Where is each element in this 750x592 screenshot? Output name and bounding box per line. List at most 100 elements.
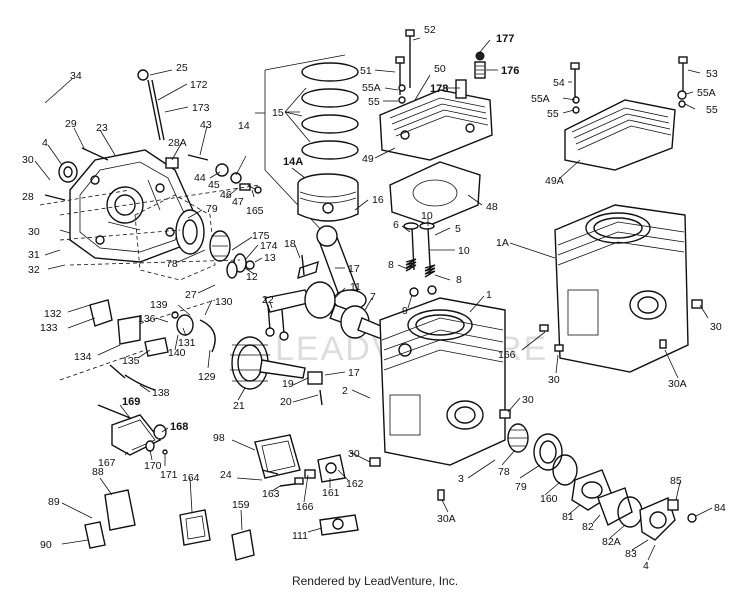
callout-129: 129 [198,371,216,383]
callout-30-right: 30 [710,321,722,333]
cylinder-block-1a [554,204,689,373]
callout-30-left-mid: 30 [28,226,40,238]
callout-48: 48 [486,201,498,213]
callout-130: 130 [215,296,233,308]
callout-172: 172 [190,79,208,91]
callout-25: 25 [176,62,188,74]
callout-10-lower: 10 [458,245,470,257]
callout-55a-far-right: 55A [697,87,716,99]
callout-32: 32 [28,264,40,276]
callout-30a-right: 30A [668,378,687,390]
callout-20: 20 [280,396,292,408]
callout-52: 52 [424,24,436,36]
callout-132: 132 [44,308,62,320]
callout-135: 135 [122,355,140,367]
callout-4-lower: 4 [643,560,649,572]
callout-23: 23 [96,122,108,134]
callout-140: 140 [168,347,186,359]
callout-139: 139 [150,299,168,311]
callout-166-right: 166 [498,349,516,361]
callout-1a: 1A [496,237,509,249]
callout-2: 2 [342,385,348,397]
callout-45: 45 [208,179,220,191]
callout-17-lower: 17 [348,367,360,379]
callout-53: 53 [706,68,718,80]
callout-174: 174 [260,240,278,252]
callout-163: 163 [262,488,280,500]
callout-16: 16 [372,194,384,206]
callout-171: 171 [160,469,178,481]
governor-gear-set [226,253,255,279]
callout-24: 24 [220,469,232,481]
callout-55a-right: 55A [531,93,550,105]
callout-134: 134 [74,351,92,363]
callout-90: 90 [40,539,52,551]
bolt-28 [44,194,66,201]
bolt-29 [81,147,109,161]
callout-164: 164 [182,472,200,484]
callout-55-far-right: 55 [706,104,718,116]
callout-88: 88 [92,466,104,478]
callout-30a-lower: 30A [437,513,456,525]
cylinder-head-49a [564,99,676,171]
callout-46: 46 [220,189,232,201]
piston [297,173,359,222]
callout-176: 176 [501,65,519,77]
callout-79-right: 79 [515,481,527,493]
callout-34: 34 [70,70,82,82]
governor-linkage [89,299,216,391]
callout-175: 175 [252,230,270,242]
footer-credit: Rendered by LeadVenture, Inc. [291,574,459,588]
callout-30: 30 [22,154,34,166]
callout-161: 161 [322,487,340,499]
callout-98: 98 [213,432,225,444]
callout-28a: 28A [168,137,187,149]
callout-12: 12 [246,271,258,283]
callout-78-right: 78 [498,466,510,478]
callout-89: 89 [48,496,60,508]
cam-gear-left [175,209,231,262]
callout-1: 1 [486,289,492,301]
callout-27: 27 [185,289,197,301]
valve-lifters [265,304,289,341]
callout-14: 14 [238,120,250,132]
callout-49: 49 [362,153,374,165]
camshaft-gear [230,336,306,390]
callout-177: 177 [496,33,514,45]
callout-55-right: 55 [547,108,559,120]
cylinder-head [379,89,493,161]
callout-13: 13 [264,252,276,264]
callout-173: 173 [192,102,210,114]
head-bolts [395,29,415,104]
callout-9: 9 [402,305,408,317]
callout-31: 31 [28,249,40,261]
callout-159: 159 [232,499,250,511]
piston-rings-bracket [264,54,346,251]
callout-4: 4 [42,137,48,149]
gasket-27 [134,194,216,281]
callout-170: 170 [144,460,162,472]
callout-21: 21 [233,400,245,412]
callout-133: 133 [40,322,58,334]
callout-3: 3 [458,473,464,485]
callout-5: 5 [455,223,461,235]
callout-11: 11 [350,281,361,293]
callout-30-block-right: 30 [522,394,534,406]
callout-50: 50 [434,63,446,75]
callout-22: 22 [262,294,274,306]
callout-30-block: 30 [548,374,560,386]
spark-plug-parts [455,51,486,99]
head-gasket [389,161,481,226]
callout-82: 82 [582,521,594,533]
main-bearing-parts [507,423,697,541]
callout-162: 162 [346,478,364,490]
valves-and-springs [403,222,437,297]
callout-54: 54 [553,77,565,89]
callout-165: 165 [246,205,264,217]
callout-138: 138 [152,387,170,399]
callout-30-lower: 30 [348,448,360,460]
callout-49a: 49A [545,175,564,187]
callout-168: 168 [170,421,188,433]
connecting-rod [297,225,367,311]
piston-rings [301,62,359,160]
